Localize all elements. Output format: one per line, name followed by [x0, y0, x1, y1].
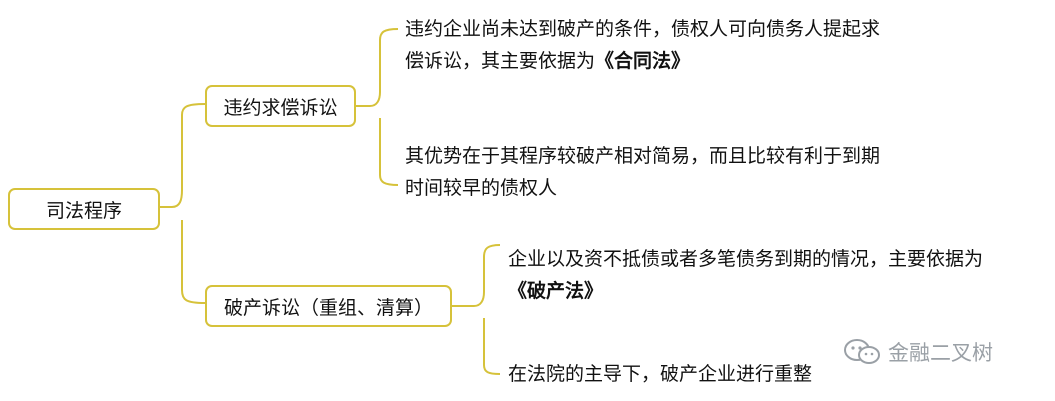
law-name: 《合同法》	[595, 50, 691, 72]
law-name: 《破产法》	[508, 280, 604, 302]
note-line: 其优势在于其程序较破产相对简易，而且比较有利于到期	[405, 145, 881, 167]
connector-branch-2	[452, 244, 501, 375]
root-node[interactable]: 司法程序	[8, 188, 160, 230]
note-text: 在法院的主导下，破产企业进行重整	[508, 358, 812, 390]
branch-node-bankruptcy[interactable]: 破产诉讼（重组、清算）	[205, 285, 452, 327]
branch-label: 破产诉讼（重组、清算）	[223, 296, 433, 319]
branch-node-breach-claim[interactable]: 违约求偿诉讼	[205, 85, 356, 127]
note-line: 违约企业尚未达到破产的条件，债权人可向债务人提起求	[405, 18, 881, 40]
watermark-text: 金融二叉树	[888, 341, 993, 365]
note-line: 时间较早的债权人	[405, 177, 558, 199]
watermark: 金融二叉树	[842, 337, 993, 367]
note-line: 《破产法》	[508, 275, 983, 307]
note-line: 企业以及资不抵债或者多笔债务到期的情况，主要依据为	[508, 248, 984, 270]
root-label: 司法程序	[45, 199, 122, 222]
connector-root	[160, 103, 206, 304]
branch-label: 违约求偿诉讼	[223, 96, 338, 119]
note-text: 企业以及资不抵债或者多笔债务到期的情况，主要依据为 《破产法》	[508, 243, 983, 307]
note-line: 偿诉讼，其主要依据为《合同法》	[405, 50, 691, 72]
note-line: 在法院的主导下，破产企业进行重整	[508, 363, 813, 385]
note-text: 其优势在于其程序较破产相对简易，而且比较有利于到期 时间较早的债权人	[405, 140, 880, 204]
note-text: 违约企业尚未达到破产的条件，债权人可向债务人提起求 偿诉讼，其主要依据为《合同法…	[405, 13, 880, 77]
connector-branch-1	[356, 28, 399, 186]
wechat-icon	[844, 339, 880, 364]
